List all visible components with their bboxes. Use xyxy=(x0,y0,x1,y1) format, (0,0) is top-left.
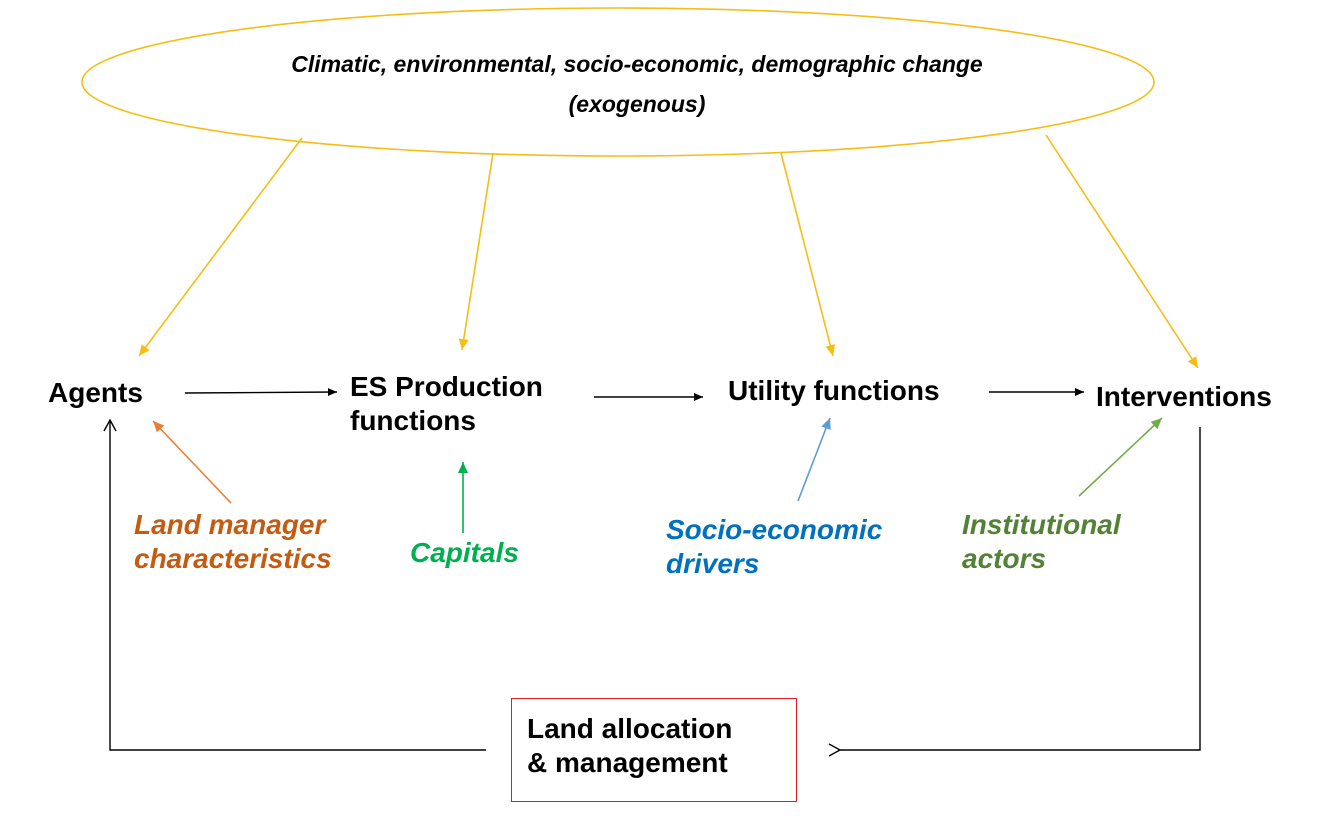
land-manager-to-agents-arrow xyxy=(152,420,232,504)
input-institutional: Institutional actors xyxy=(962,509,1121,575)
node-land-allocation: Land allocation & management xyxy=(527,713,733,779)
exogenous-to-utility-arrow xyxy=(780,152,836,357)
agents-to-es-production-arrow xyxy=(184,388,338,397)
input-land-manager: Land manager characteristics xyxy=(134,509,332,575)
exogenous-to-es-production-arrow xyxy=(458,152,494,351)
socio-economic-to-utility-arrow xyxy=(797,417,831,502)
exogenous-title-line1: Climatic, environmental, socio-economic,… xyxy=(291,51,983,77)
interventions-to-land-allocation-arrow xyxy=(840,427,1201,750)
input-socio-economic: Socio-economic drivers xyxy=(666,514,883,580)
node-agents: Agents xyxy=(48,377,143,408)
node-es-production: ES Production functions xyxy=(350,371,543,437)
exogenous-ellipse xyxy=(81,7,1155,157)
input-capitals: Capitals xyxy=(410,537,519,568)
exogenous-title-line2: (exogenous) xyxy=(568,91,706,117)
node-utility: Utility functions xyxy=(728,375,940,406)
institutional-to-interventions-arrow xyxy=(1078,417,1163,497)
land-allocation-to-agents-arrow xyxy=(110,420,486,751)
exogenous-to-agents-arrow xyxy=(138,137,303,357)
node-interventions: Interventions xyxy=(1096,381,1272,412)
exogenous-to-interventions-arrow xyxy=(1045,134,1199,369)
land-allocation-box xyxy=(511,698,797,802)
